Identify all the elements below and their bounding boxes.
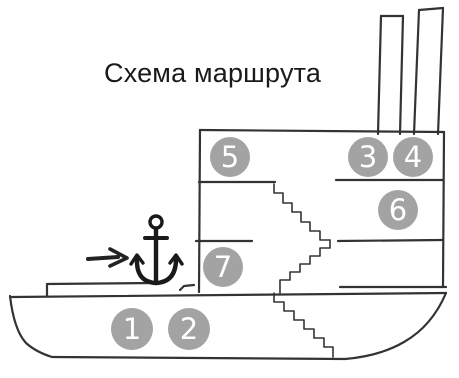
- route-point-label: 4: [404, 140, 422, 174]
- hull: [8, 281, 448, 361]
- arrow-right-icon: [86, 247, 129, 268]
- route-point-label: 6: [389, 193, 407, 227]
- anchor-icon: [129, 214, 184, 286]
- route-point-label: 2: [180, 312, 198, 346]
- route-point-3: 3: [348, 137, 388, 177]
- route-point-label: 1: [123, 312, 141, 346]
- chimneys: [376, 6, 445, 136]
- route-point-1: 1: [111, 308, 153, 350]
- route-point-7: 7: [203, 247, 243, 287]
- route-point-6: 6: [378, 190, 418, 230]
- diagram-title: Схема маршрута: [104, 58, 322, 88]
- route-point-label: 5: [221, 140, 239, 174]
- superstructure: [194, 128, 446, 294]
- route-point-2: 2: [168, 308, 210, 350]
- route-point-5: 5: [210, 137, 250, 177]
- staircase: [273, 183, 334, 358]
- route-point-4: 4: [393, 137, 433, 177]
- route-point-label: 3: [359, 140, 377, 174]
- route-point-label: 7: [214, 250, 232, 284]
